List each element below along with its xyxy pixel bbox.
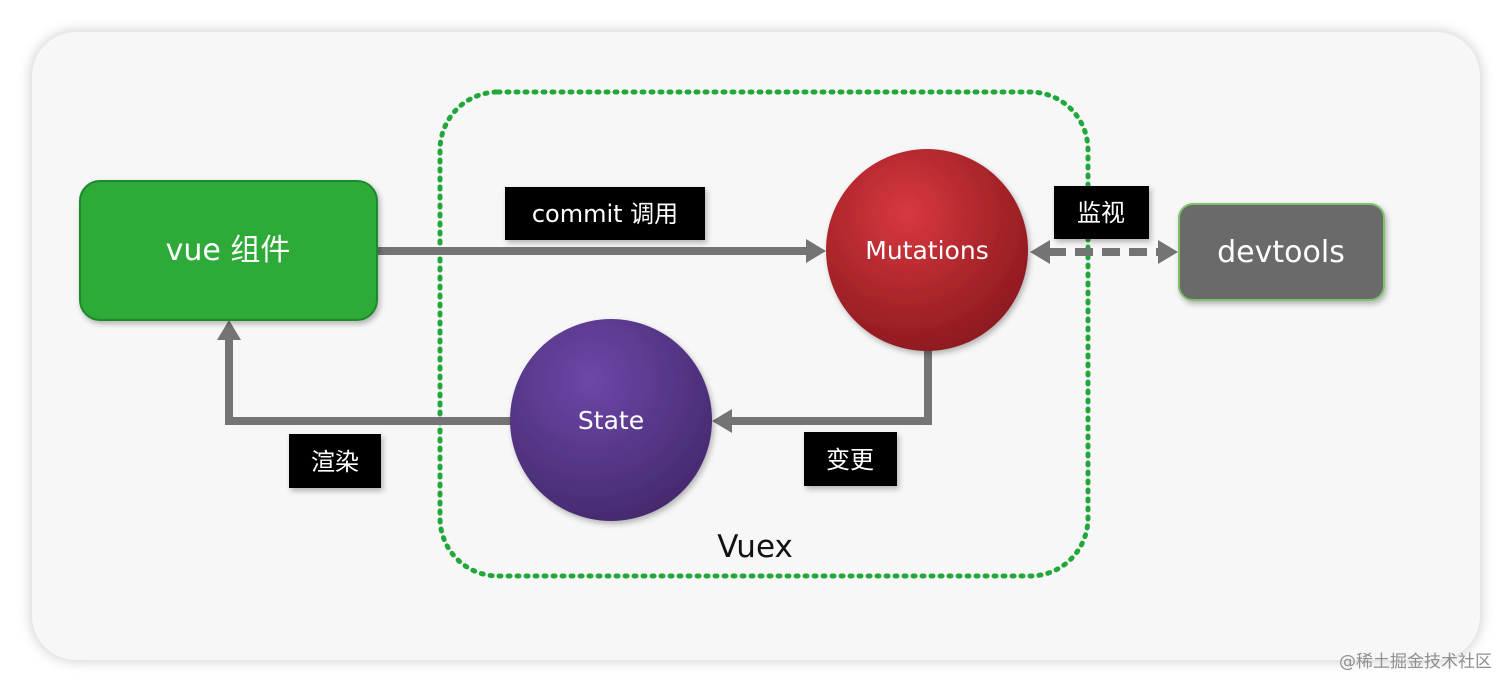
state-label: State	[578, 406, 644, 435]
mutate-label: 变更	[826, 446, 874, 474]
vue-component-node: vue 组件	[79, 180, 378, 321]
devtools-label: devtools	[1217, 235, 1345, 270]
devtools-node: devtools	[1178, 203, 1385, 301]
render-label: 渲染	[311, 448, 359, 476]
mutate-arrow	[712, 350, 932, 433]
monitor-label: 监视	[1077, 199, 1125, 227]
mutations-node: Mutations	[826, 149, 1028, 351]
vuex-group-boundary	[437, 89, 1091, 579]
vue-component-label: vue 组件	[166, 233, 291, 268]
commit-label-box: commit 调用	[505, 187, 705, 240]
monitor-label-box: 监视	[1054, 186, 1149, 239]
render-label-box: 渲染	[289, 434, 381, 488]
diagram-card	[32, 32, 1480, 660]
mutations-label: Mutations	[865, 236, 988, 265]
commit-label: commit 调用	[532, 200, 678, 228]
commit-arrow	[377, 239, 826, 263]
render-arrow	[217, 320, 512, 425]
vuex-group-label: Vuex	[717, 529, 793, 565]
mutate-label-box: 变更	[804, 432, 897, 486]
state-node: State	[510, 319, 712, 521]
monitor-arrow	[1030, 240, 1178, 264]
watermark-text: @稀土掘金技术社区	[1339, 652, 1492, 672]
